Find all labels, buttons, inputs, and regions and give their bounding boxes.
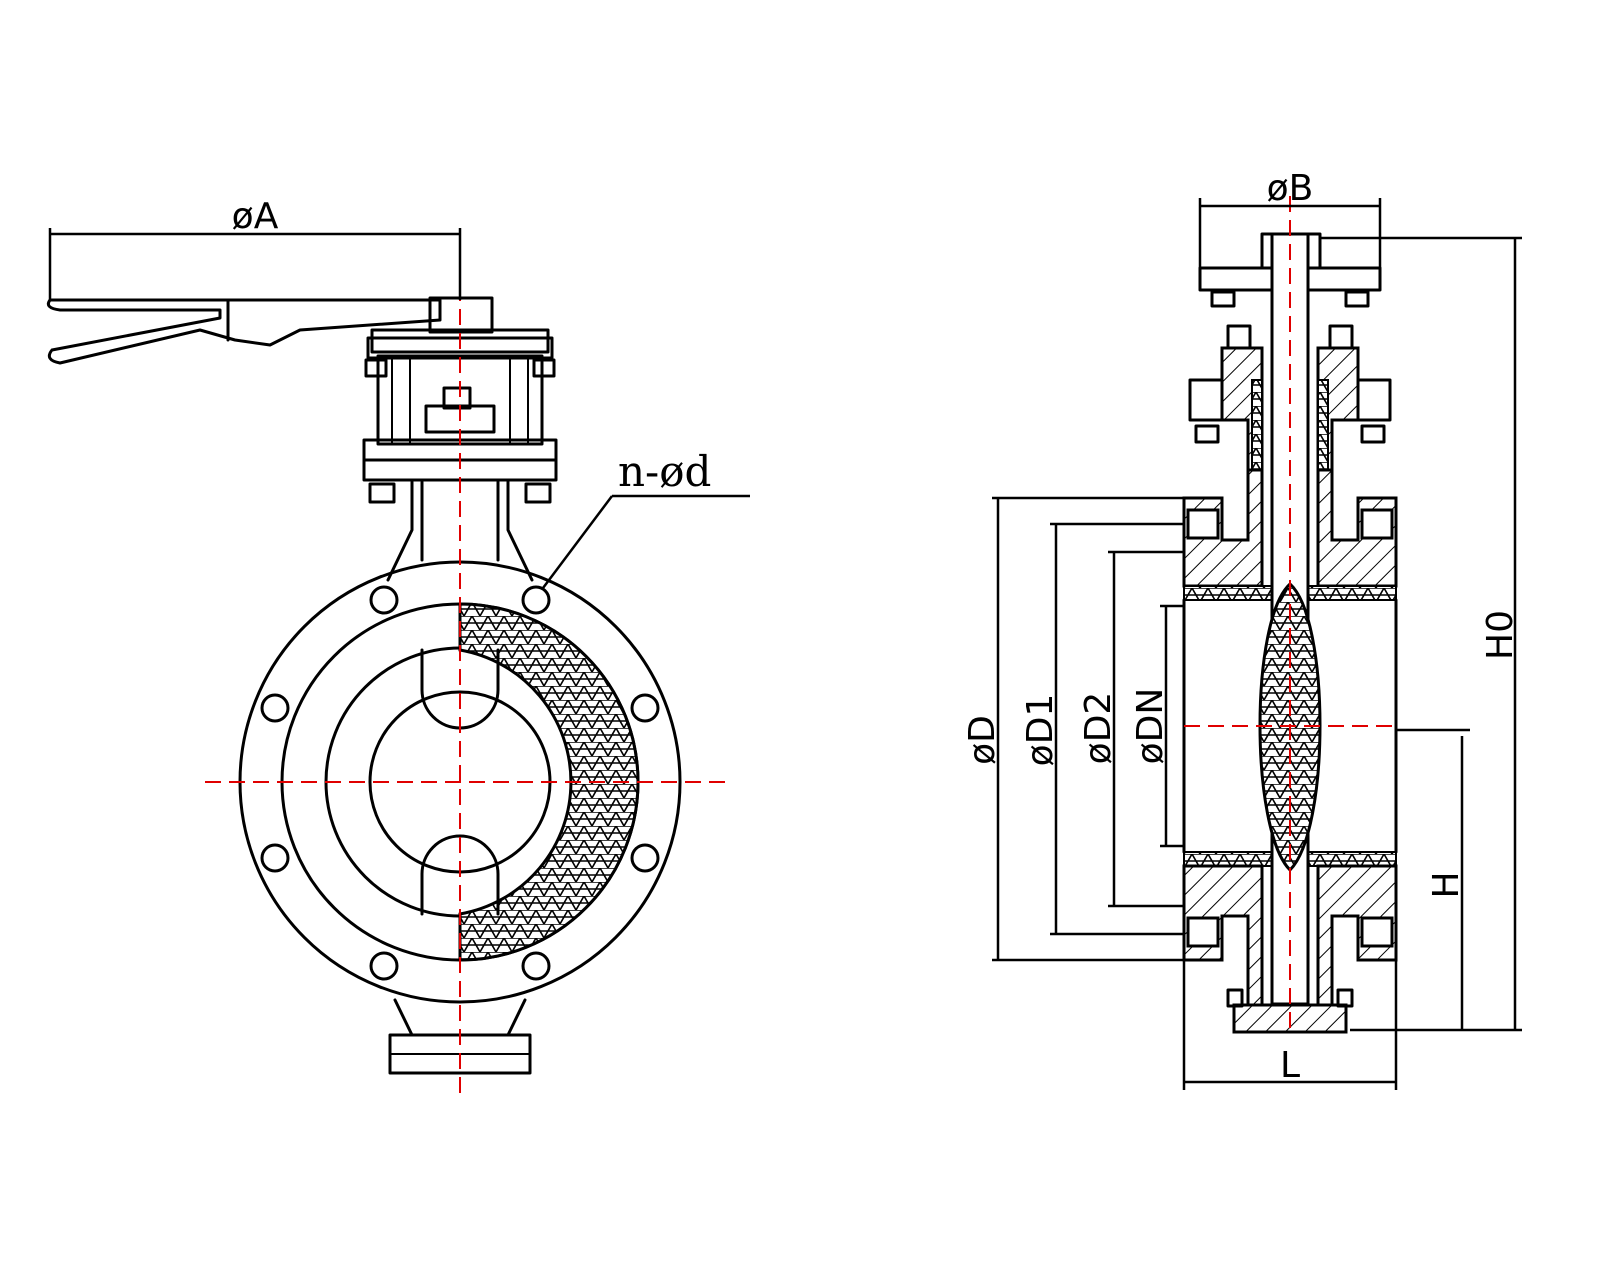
- dim-h: H: [1396, 728, 1470, 1030]
- dim-d2-label: øD2: [1078, 692, 1119, 765]
- dim-d: øD: [962, 496, 1184, 962]
- valve-neck: [386, 480, 534, 582]
- side-view: øB H0 H L øD: [962, 168, 1522, 1090]
- dim-l-label: L: [1280, 1045, 1300, 1086]
- body-section-upper: [1182, 468, 1398, 588]
- dim-b: øB: [1198, 168, 1382, 268]
- bolt-holes: [260, 585, 660, 981]
- front-view: øA n-ød: [46, 196, 750, 1100]
- dim-b-label: øB: [1267, 168, 1314, 209]
- gland-assembly: [1188, 324, 1392, 472]
- dim-d1: øD1: [1020, 522, 1184, 936]
- bolt-holes-leader: n-ød: [542, 447, 750, 589]
- dim-d1-label: øD1: [1020, 694, 1061, 767]
- dim-h-label: H: [1426, 871, 1467, 898]
- dim-a: øA: [48, 196, 462, 300]
- dim-d2: øD2: [1078, 550, 1184, 908]
- dim-h0-label: H0: [1480, 610, 1521, 660]
- dim-l: L: [1182, 960, 1398, 1090]
- body-section-lower: [1182, 864, 1398, 1007]
- handle-lever: [46, 296, 550, 365]
- dim-dn: øDN: [1130, 604, 1184, 848]
- dim-h0: H0: [1320, 236, 1522, 1032]
- dim-dn-label: øDN: [1130, 688, 1171, 765]
- dim-a-label: øA: [232, 196, 279, 237]
- dim-d-label: øD: [962, 715, 1003, 765]
- bolt-holes-label: n-ød: [618, 447, 711, 496]
